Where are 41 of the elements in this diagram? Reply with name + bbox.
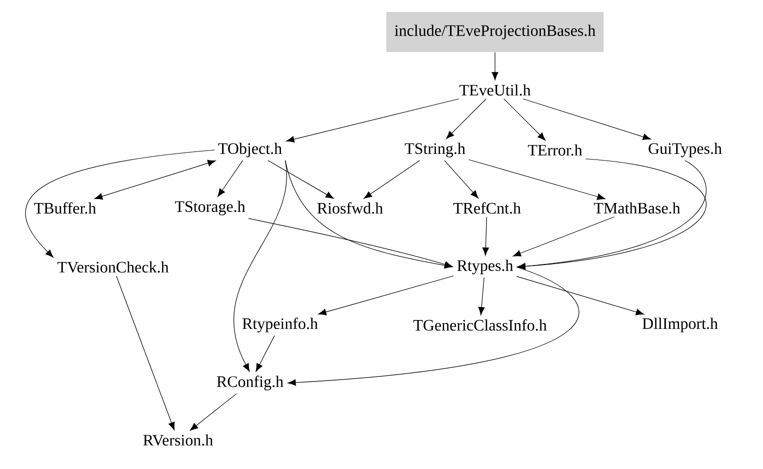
arrow	[286, 98, 460, 142]
arrow	[116, 276, 175, 430]
arrow	[482, 216, 489, 256]
file-label: Rtypes.h	[457, 260, 514, 274]
arrow	[492, 52, 498, 80]
file-label: GuiTypes.h	[648, 142, 722, 158]
arrow	[94, 160, 216, 200]
file-label: Rtypeinfo.h	[242, 318, 318, 332]
arrow	[25, 150, 216, 258]
file-label: TBuffer.h	[34, 202, 96, 214]
arrow	[318, 276, 454, 316]
arrow	[218, 160, 244, 197]
file-label: TString.h	[404, 142, 466, 158]
file-box: include/TEveProjectionBases.h	[386, 12, 604, 52]
arrow	[248, 218, 453, 268]
arrow	[446, 98, 486, 139]
file-label: TObject.h	[218, 142, 282, 158]
file-label: TRefCnt.h	[453, 202, 521, 214]
file-label: TGenericClassInfo.h	[413, 319, 547, 331]
file-label: TEveUtil.h	[460, 84, 531, 96]
arrow	[516, 276, 644, 316]
file-label: TVersionCheck.h	[58, 261, 169, 273]
file-label: RVersion.h	[143, 434, 213, 446]
arrow	[522, 98, 651, 140]
arrow	[234, 160, 288, 372]
arrow	[288, 266, 579, 386]
file-label: RConfig.h	[216, 376, 284, 390]
arrow	[364, 160, 420, 199]
arrow	[512, 216, 614, 256]
arrow	[256, 335, 275, 372]
arrow	[478, 277, 485, 316]
arrow	[190, 393, 237, 431]
file-label: TError.h	[528, 144, 582, 156]
file-label: Riosfwd.h	[317, 202, 383, 214]
arrow	[468, 159, 606, 200]
file-label: TMathBase.h	[594, 202, 680, 214]
arrow	[444, 160, 478, 198]
arrow	[268, 160, 334, 199]
file-label: DllImport.h	[642, 318, 718, 332]
arrow	[504, 98, 546, 141]
file-label: TStorage.h	[174, 200, 246, 216]
